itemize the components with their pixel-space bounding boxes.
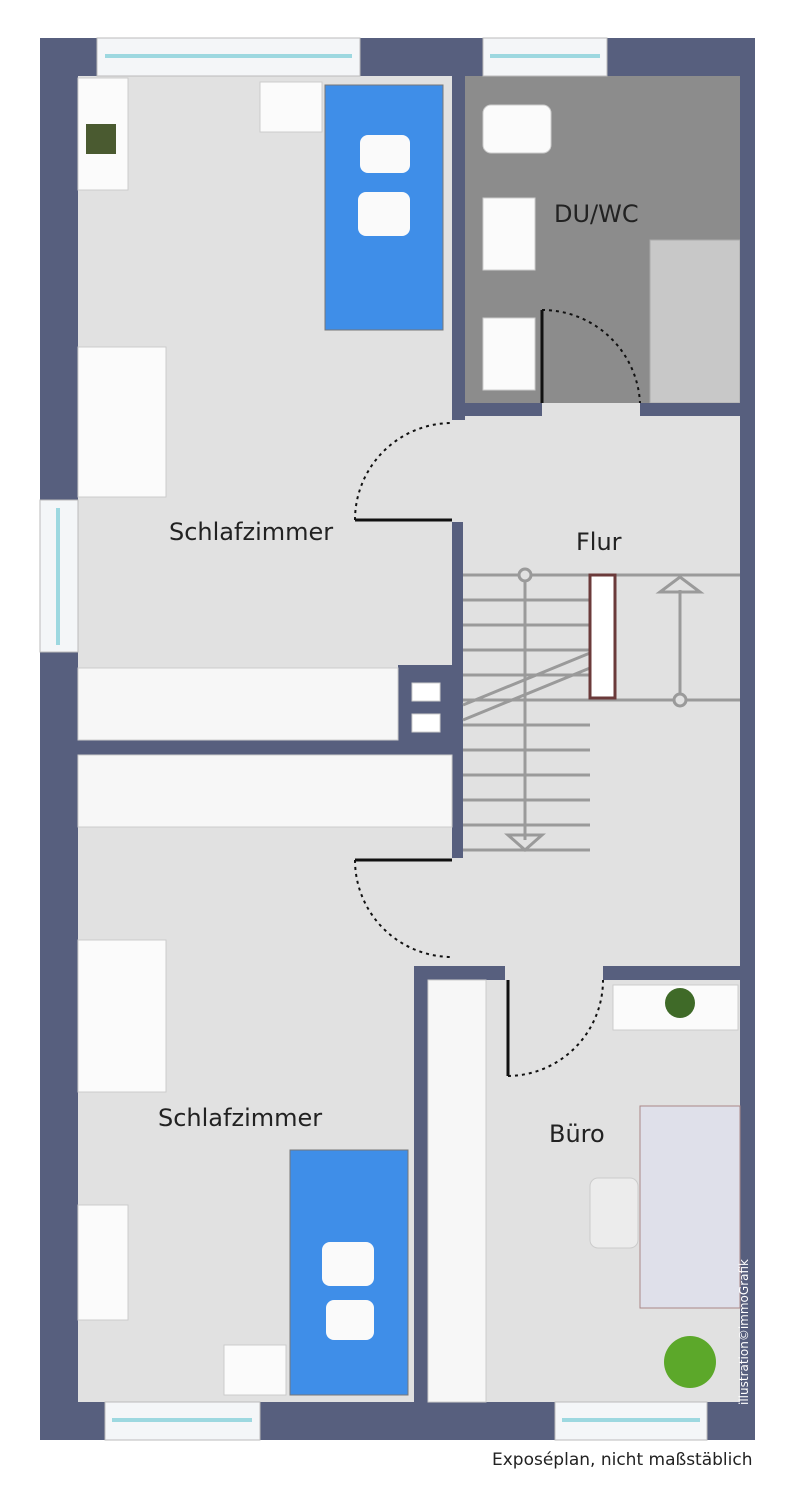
room-label-hall: Flur <box>576 528 622 556</box>
furniture <box>77 77 741 1396</box>
room-label-bedroom-top: Schlafzimmer <box>169 518 334 546</box>
window-glass <box>56 54 700 1422</box>
room-label-bedroom-bottom: Schlafzimmer <box>158 1104 323 1132</box>
watermark: illustration©immoGrafik <box>737 1259 751 1405</box>
wardrobes <box>77 667 487 1403</box>
room-label-bath: DU/WC <box>554 200 639 228</box>
doors <box>354 308 641 1077</box>
stairs <box>462 567 740 853</box>
room-label-office: Büro <box>549 1120 605 1148</box>
footer-note: Exposéplan, nicht maßstäblich <box>492 1450 753 1470</box>
shower-tiles <box>649 239 741 404</box>
beds <box>289 84 444 1396</box>
plants <box>86 124 716 1388</box>
